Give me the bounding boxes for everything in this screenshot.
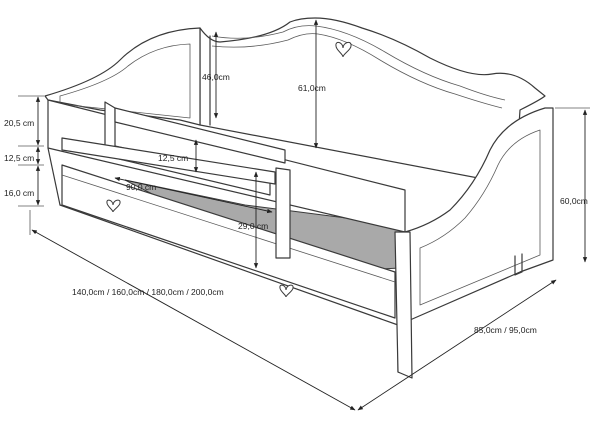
label-guard-height: 29,0 cm <box>238 221 268 231</box>
left-side-panel <box>44 27 201 126</box>
back-headboard <box>199 17 546 186</box>
label-guard-length: 90,0 cm <box>126 182 156 192</box>
dimension-lines <box>18 19 590 411</box>
heart-icon <box>279 284 294 298</box>
label-total-height: 60,0cm <box>560 196 588 206</box>
label-guard-gap: 12,5 cm <box>158 153 188 163</box>
label-front-mid-rail: 12,5 cm <box>4 153 34 163</box>
label-headboard-inner-height: 46,0cm <box>202 72 230 82</box>
label-drawer-height: 16,0 cm <box>4 188 34 198</box>
label-bed-lengths: 140,0cm / 160,0cm / 180,0cm / 200,0cm <box>72 287 224 297</box>
label-bed-widths: 85,0cm / 95,0cm <box>474 325 537 335</box>
dimension-labels: 46,0cm 61,0cm 20,5 cm 12,5 cm 16,0 cm 12… <box>4 72 588 335</box>
heart-icon <box>335 41 352 58</box>
right-end-panel <box>404 107 554 321</box>
label-front-top-rail: 20,5 cm <box>4 118 34 128</box>
label-headboard-total-height: 61,0cm <box>298 83 326 93</box>
